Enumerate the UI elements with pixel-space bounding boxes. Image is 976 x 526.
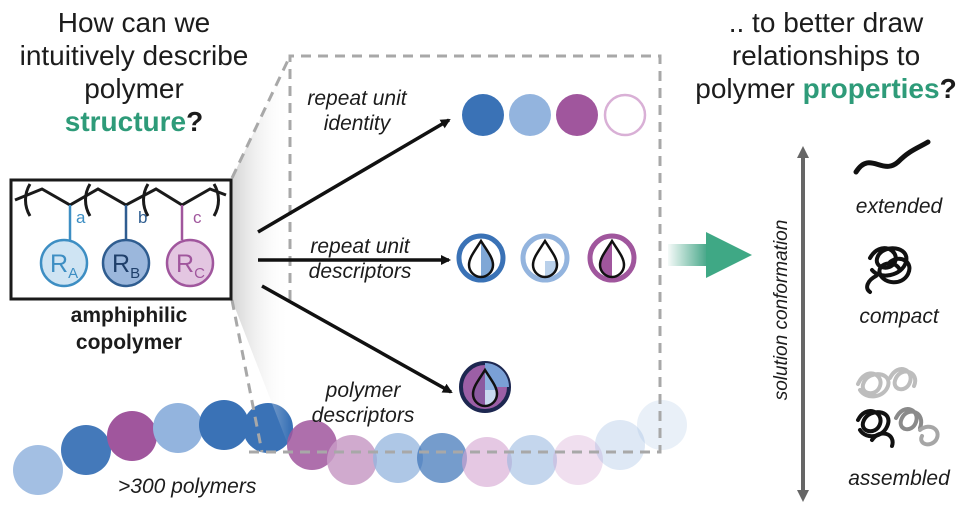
identity-circle-empty (603, 93, 647, 137)
label-line: identity (323, 112, 391, 135)
question-prefix: polymer (695, 73, 803, 104)
question-line: polymer (84, 73, 184, 104)
descriptor-droplet-3 (587, 233, 637, 283)
conformation-label-extended: extended (855, 195, 943, 218)
identity-circle-purple (556, 94, 598, 136)
question-line: .. to better draw (728, 7, 924, 38)
descriptor-droplet-1 (456, 233, 506, 283)
zoom-line-bottom (230, 299, 264, 453)
question-mark: ? (186, 106, 204, 137)
polymer-descriptor-icon (459, 361, 511, 413)
label-line: repeat unit (310, 235, 410, 258)
descriptor-droplet-2 (520, 233, 570, 283)
question-line: polymer properties? (680, 72, 972, 105)
r-group-b-circle (101, 238, 151, 288)
r-group-a-circle (39, 238, 89, 288)
structure-question: How can we intuitively describe polymer … (14, 6, 254, 138)
identity-circle-dark-blue (462, 94, 504, 136)
axis-label: solution conformation (771, 220, 792, 401)
caption-line: amphiphilic (70, 304, 188, 327)
question-line: intuitively describe (19, 40, 249, 71)
question-line: How can we (57, 7, 211, 38)
subscript-a: a (76, 208, 86, 227)
bead-chain (13, 400, 687, 495)
label-line: descriptors (311, 404, 415, 427)
caption-line: copolymer (75, 331, 183, 354)
conformation-label-compact: compact (859, 305, 939, 328)
subscript-c: c (193, 208, 202, 227)
arrow-to-identity (257, 118, 451, 234)
assembled-conformation-icon (856, 367, 940, 448)
structure-keyword: structure (64, 106, 187, 137)
properties-question: .. to better draw relationships to polym… (680, 6, 972, 105)
identity-circle-light-blue (509, 94, 551, 136)
repeat-identity-label: repeat unit identity (282, 86, 432, 136)
copolymer-caption: amphiphilic copolymer (24, 302, 234, 356)
question-line: structure? (14, 105, 254, 138)
question-mark: ? (939, 73, 957, 104)
question-line: relationships to (731, 40, 921, 71)
polymer-descriptors-label: polymer descriptors (298, 378, 428, 428)
descriptor-panel-border (248, 54, 662, 454)
label-line: descriptors (308, 260, 412, 283)
compact-conformation-icon (865, 246, 912, 294)
conformation-label-assembled: assembled (848, 467, 950, 490)
arrow-to-polymer-descriptors (261, 284, 453, 394)
zoom-wedge (232, 56, 290, 450)
subscript-b: b (138, 208, 147, 227)
extended-conformation-icon (853, 139, 931, 175)
r-group-a-label: RA (50, 250, 78, 282)
zoom-line-top (230, 55, 292, 179)
r-group-b-label: RB (112, 250, 140, 282)
label-line: repeat unit (307, 87, 407, 110)
r-group-c-label: RC (176, 250, 205, 282)
polymer-count-label: >300 polymers (118, 475, 257, 498)
repeat-descriptors-label: repeat unit descriptors (280, 234, 440, 284)
properties-keyword: properties (802, 73, 940, 104)
green-transition-arrow (668, 232, 752, 278)
r-group-c-circle (165, 238, 215, 288)
label-line: polymer (325, 379, 401, 402)
